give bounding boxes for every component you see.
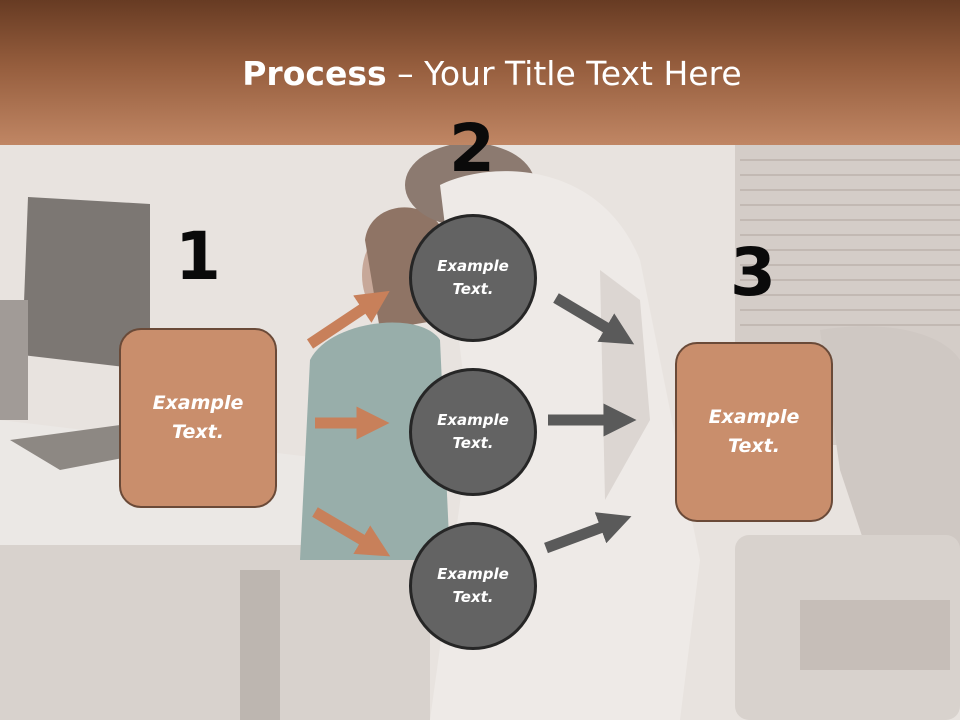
step-number-3: 3 <box>730 234 776 311</box>
title-bold: Process <box>242 54 387 93</box>
step-2-circle-middle: Example Text. <box>409 368 537 496</box>
arrow-1-to-bottom <box>312 507 391 557</box>
arrow-bottom-to-3 <box>544 512 632 554</box>
title-rest: – Your Title Text Here <box>386 54 742 93</box>
step-2-circle-bottom: Example Text. <box>409 522 537 650</box>
circle-top-text: Example Text. <box>437 257 509 298</box>
step-number-1: 1 <box>175 218 221 295</box>
step-3-box: Example Text. <box>675 342 833 522</box>
step-1-box: Example Text. <box>119 328 277 508</box>
title-bar <box>0 0 960 145</box>
circle-bottom-text: Example Text. <box>437 565 509 606</box>
step-2-circle-top: Example Text. <box>409 214 537 342</box>
step-3-text: Example Text. <box>708 406 800 457</box>
arrow-1-to-top <box>306 290 390 349</box>
step-number-2: 2 <box>449 110 495 187</box>
step-1-text: Example Text. <box>152 392 244 443</box>
arrow-top-to-3 <box>553 293 635 345</box>
slide-title: Process – Your Title Text Here <box>0 52 960 96</box>
circle-middle-text: Example Text. <box>437 411 509 452</box>
